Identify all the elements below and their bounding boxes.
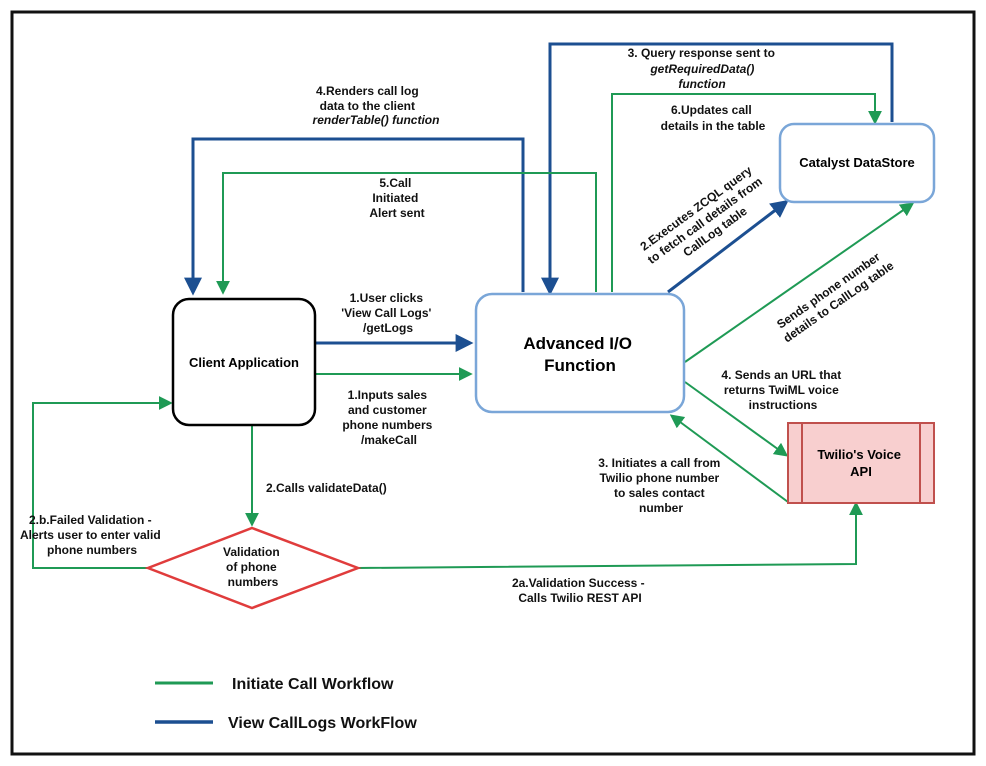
edge-query-response bbox=[541, 42, 894, 296]
label-user-clicks: 1.User clicks 'View Call Logs' /getLogs bbox=[341, 291, 435, 335]
label-query-response: 3. Query response sent to getRequiredDat… bbox=[628, 46, 779, 91]
node-validation-diamond: Validation of phone numbers bbox=[144, 526, 362, 610]
label-inputs-make-call: 1.Inputs sales and customer phone number… bbox=[342, 388, 435, 447]
edge-sends-url bbox=[684, 381, 789, 457]
catalyst-datastore-label: Catalyst DataStore bbox=[799, 155, 915, 170]
node-advanced-io-function: Advanced I/O Function bbox=[474, 292, 686, 414]
label-renders-call-log: 4.Renders call log data to the client re… bbox=[313, 84, 440, 127]
node-client-application: Client Application bbox=[171, 297, 317, 427]
label-updates-call-details: 6.Updates call details in the table bbox=[661, 103, 766, 133]
label-call-initiated: 5.Call Initiated Alert sent bbox=[369, 176, 424, 220]
edge-failed-validation bbox=[32, 396, 173, 569]
node-catalyst-datastore: Catalyst DataStore bbox=[778, 122, 936, 204]
label-sends-url: 4. Sends an URL that returns TwiML voice… bbox=[721, 368, 844, 412]
label-failed-validation: 2.b.Failed Validation - Alerts user to e… bbox=[20, 513, 164, 557]
node-twilio-voice-api: Twilio's Voice API bbox=[787, 422, 935, 504]
edge-sends-phone-number bbox=[684, 202, 915, 363]
edge-initiates-call bbox=[669, 414, 789, 503]
twilio-voice-api-label: Twilio's Voice API bbox=[817, 447, 904, 479]
advanced-io-label: Advanced I/O Function bbox=[523, 334, 636, 375]
legend-initiate-label: Initiate Call Workflow bbox=[232, 676, 394, 693]
edge-validation-success bbox=[357, 501, 863, 569]
edge-call-initiated-alert bbox=[216, 172, 597, 295]
label-validation-success: 2a.Validation Success - Calls Twilio RES… bbox=[512, 576, 648, 605]
validation-label: Validation of phone numbers bbox=[223, 545, 283, 589]
edge-updates-call-details bbox=[611, 93, 882, 292]
legend: Initiate Call Workflow View CallLogs Wor… bbox=[155, 676, 417, 732]
label-calls-validate-data: 2.Calls validateData() bbox=[266, 481, 387, 495]
legend-view-label: View CallLogs WorkFlow bbox=[228, 715, 417, 732]
edge-executes-zcql bbox=[667, 199, 789, 294]
client-application-label: Client Application bbox=[189, 355, 299, 370]
label-initiates-call: 3. Initiates a call from Twilio phone nu… bbox=[598, 456, 723, 515]
edge-renders-call-log bbox=[184, 137, 525, 296]
